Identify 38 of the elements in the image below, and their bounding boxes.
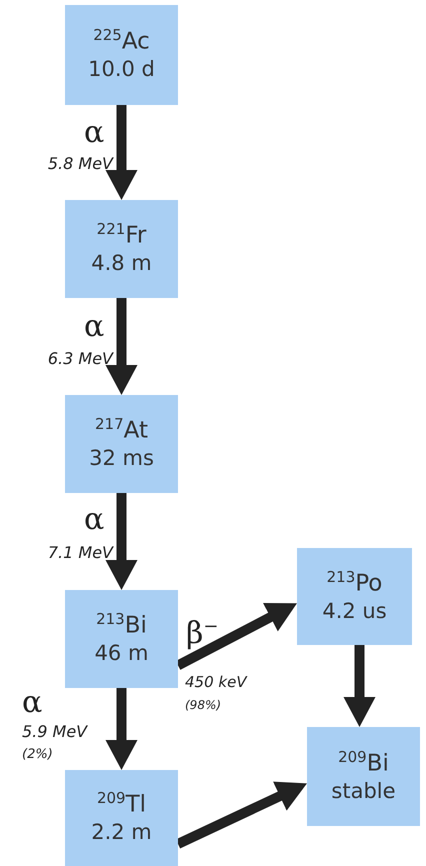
decay-energy: 6.3 MeV <box>48 351 113 367</box>
arrow <box>106 493 138 590</box>
edge-label: β$^{−}$ <box>186 618 218 649</box>
half-life: 32 ms <box>89 445 154 472</box>
nuclide-symbol: $^{213}$Bi <box>96 610 147 640</box>
decay-energy: 5.8 MeV <box>48 156 113 172</box>
nuclide-box <box>65 770 178 866</box>
nuclide-symbol: $^{217}$At <box>95 415 148 446</box>
edge-label: α <box>84 312 104 342</box>
decay-energy: 450 keV <box>185 675 247 690</box>
nuclide-symbol: $^{225}$Ac <box>93 26 150 56</box>
half-life: 4.2 us <box>322 598 387 625</box>
decay-energy: 5.9 MeV <box>22 724 88 740</box>
nuclide-box <box>307 727 420 826</box>
edge-label: α <box>84 505 104 535</box>
nuclide-box <box>65 200 178 298</box>
nuclide-box <box>65 590 178 688</box>
branching-ratio: (98%) <box>185 699 222 711</box>
nuclide-symbol: $^{209}$Tl <box>96 789 146 820</box>
half-life: stable <box>331 778 396 805</box>
nuclide-box <box>65 5 178 105</box>
nuclide-symbol: $^{213}$Po <box>326 568 382 598</box>
nuclide-box <box>65 395 178 493</box>
nuclide-symbol: $^{209}$Bi <box>338 748 389 778</box>
half-life: 46 m <box>94 640 148 668</box>
half-life: 4.8 m <box>91 250 152 278</box>
arrow <box>106 105 138 200</box>
branching-ratio: (2%) <box>22 748 53 761</box>
arrow <box>106 298 138 395</box>
nuclide-symbol: $^{221}$Fr <box>96 220 146 250</box>
half-life: 2.2 m <box>91 819 152 846</box>
edge-label: α <box>22 688 42 718</box>
decay-energy: 7.1 MeV <box>48 545 113 561</box>
nuclide-box <box>297 548 412 645</box>
arrow <box>106 688 138 770</box>
edge-label: α <box>84 118 104 148</box>
half-life: 10.0 d <box>88 56 155 84</box>
arrow <box>344 645 376 727</box>
